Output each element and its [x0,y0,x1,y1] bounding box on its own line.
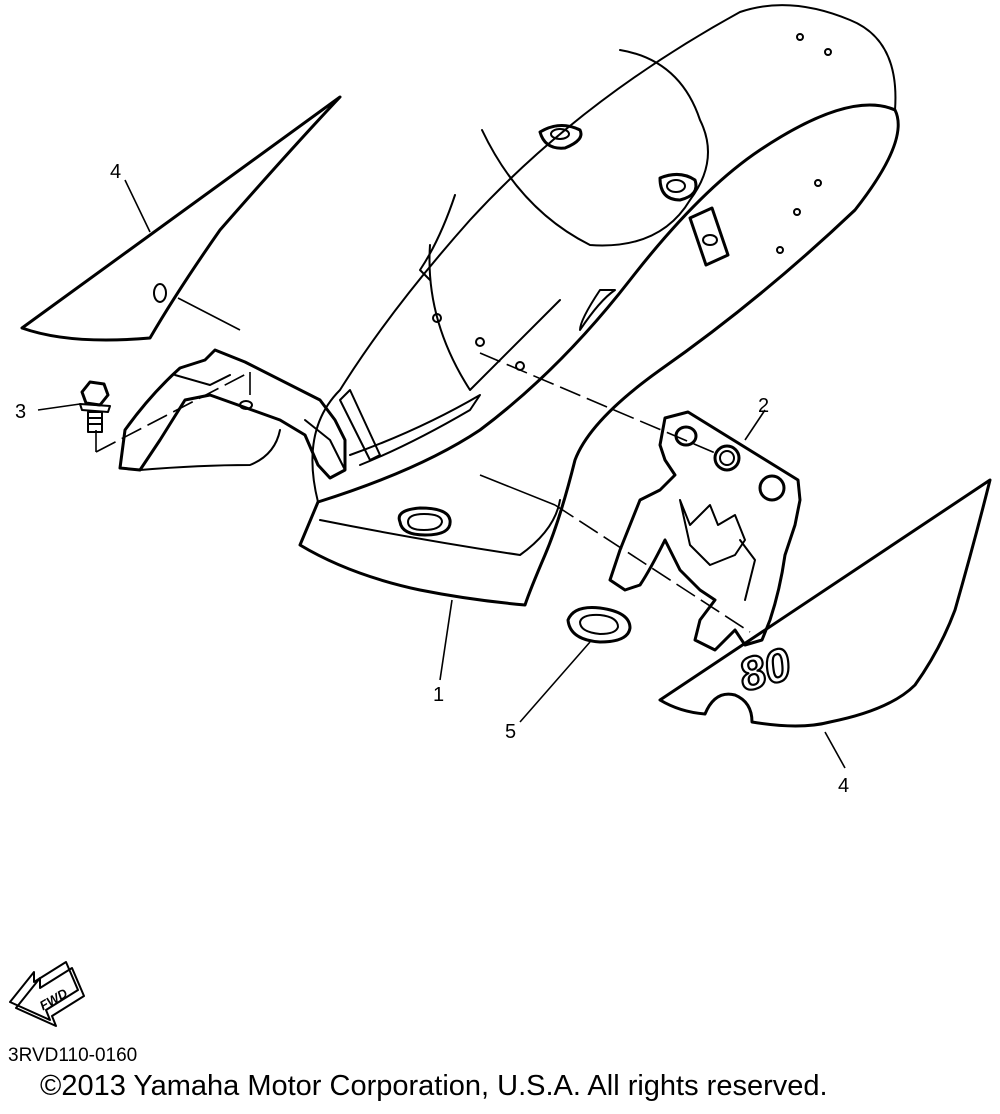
right-side-decal: 80 [658,478,992,728]
fender-front-bracket [118,348,347,480]
bracket-plate [608,410,802,652]
part-code: 3RVD110-0160 [8,1045,138,1066]
callout-4-right: 4 [838,775,849,797]
callout-5: 5 [505,721,516,743]
grommet [566,606,632,644]
bolt [79,380,111,433]
callout-2: 2 [758,395,769,417]
callout-4-left: 4 [110,161,121,183]
rear-fender [298,4,900,607]
callout-3: 3 [15,401,26,423]
copyright-notice: ©2013 Yamaha Motor Corporation, U.S.A. A… [40,1070,828,1102]
assembly-lines [95,297,751,633]
callout-leaders [37,179,846,769]
callout-labels: 4 3 2 1 5 4 [15,161,849,797]
left-side-decal [20,95,342,342]
callout-1: 1 [433,684,444,706]
forward-arrow-icon: FWD [9,961,85,1027]
forward-arrow-label: FWD [37,985,71,1013]
